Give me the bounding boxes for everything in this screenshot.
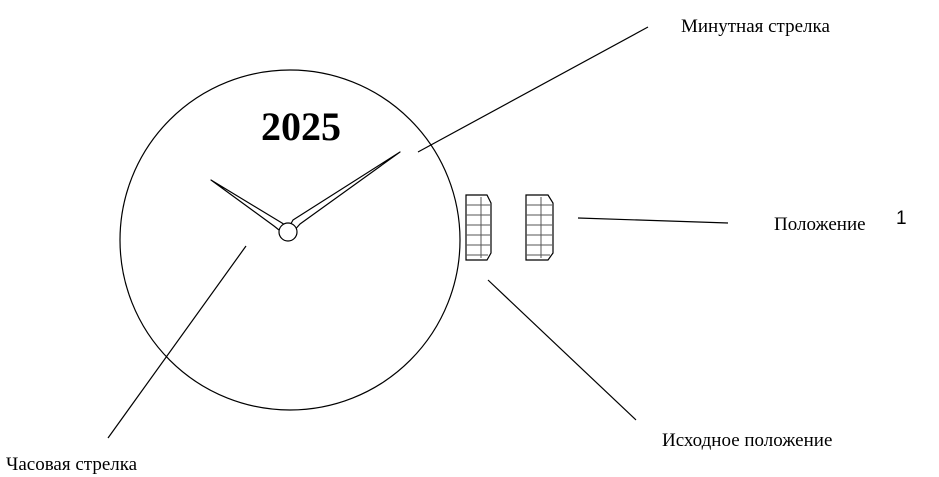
dial-year: 2025 [261,104,341,149]
label-minute-hand: Минутная стрелка [681,16,830,37]
hour-hand [210,179,289,231]
leader-position-1 [577,217,729,224]
label-home-position: Исходное положение [662,430,832,451]
crown-position-1 [525,194,554,261]
leader-minute-hand [417,26,649,153]
hand-pivot [278,222,298,242]
leader-hour-hand [107,245,247,439]
leader-home-position [487,279,637,421]
watch-dial: 2025 [119,69,461,411]
label-hour-hand: Часовая стрелка [6,454,138,475]
label-position-1: Положение [774,214,866,235]
dial-circle [119,69,461,411]
crown-home-position [465,194,492,261]
minute-hand [287,151,401,234]
label-position-1-number: 1 [896,208,907,229]
